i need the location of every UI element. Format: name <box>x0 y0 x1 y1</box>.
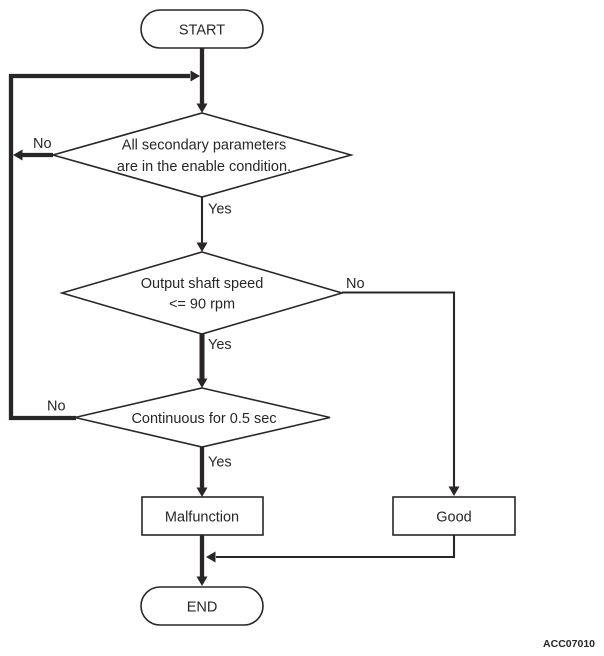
arrowhead-into-decision3 <box>196 378 208 388</box>
decision3-label: Continuous for 0.5 sec <box>131 411 276 427</box>
edge-decision2-no <box>342 291 456 488</box>
malfunction-label: Malfunction <box>165 510 239 526</box>
good-label: Good <box>436 510 471 526</box>
start-node <box>140 9 264 49</box>
arrowhead-decision1-no <box>13 149 23 161</box>
arrowhead-good-join <box>206 551 216 563</box>
figure-code: ACC07010 <box>543 638 595 650</box>
decision3-yes-label: Yes <box>208 455 232 471</box>
decision2-label-line1: Output shaft speed <box>141 276 264 292</box>
arrowhead-into-end <box>196 576 208 586</box>
decision1-secondary-parameters <box>50 112 354 198</box>
arrowhead-loop-into-main-flow <box>190 70 200 82</box>
end-node <box>140 586 264 626</box>
decision1-label-line1: All secondary parameters <box>122 138 286 154</box>
decision3-continuous <box>74 387 331 448</box>
decision1-label-line2: are in the enable condition. <box>117 159 291 175</box>
decision2-output-shaft-speed <box>59 251 345 335</box>
arrowhead-into-decision1 <box>196 103 208 113</box>
edge-good-to-end <box>216 535 456 559</box>
arrowhead-into-malfunction <box>196 487 208 497</box>
decision3-no-label: No <box>47 399 66 415</box>
decision2-label-line2: <= 90 rpm <box>169 297 235 313</box>
edge-loop-back-line <box>8 73 190 421</box>
decision1-no-label: No <box>33 136 52 152</box>
decision2-yes-label: Yes <box>208 337 232 353</box>
decision1-yes-label: Yes <box>208 202 232 218</box>
start-node-label: START <box>179 23 225 39</box>
decision2-no-label: No <box>346 276 365 292</box>
malfunction-box <box>141 496 264 536</box>
arrowhead-into-good <box>448 486 460 496</box>
end-node-label: END <box>187 600 218 616</box>
arrowhead-into-decision2 <box>196 242 208 252</box>
good-box <box>392 496 516 536</box>
